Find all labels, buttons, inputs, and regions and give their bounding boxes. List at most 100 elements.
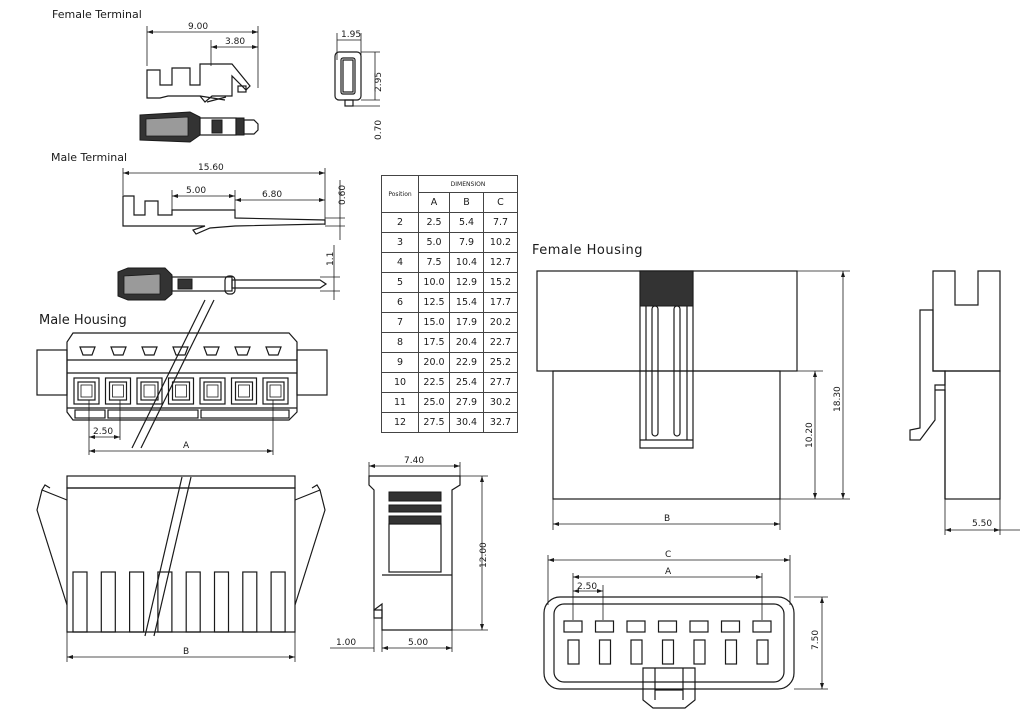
dim-mt-mid: 5.00 bbox=[186, 186, 206, 196]
dim-mh-side-step: 1.00 bbox=[336, 638, 356, 648]
table-cell: 15.2 bbox=[483, 272, 518, 293]
female-terminal-title: Female Terminal bbox=[52, 8, 142, 21]
table-cell: 15.4 bbox=[449, 292, 484, 313]
table-cell: 2 bbox=[381, 212, 419, 233]
female-housing-front-view: 10.20 18.30 B bbox=[536, 270, 850, 530]
male-housing-title: Male Housing bbox=[39, 313, 127, 328]
table-cell: 2.5 bbox=[418, 212, 450, 233]
table-cell: 11 bbox=[381, 392, 419, 413]
table-cell: 20.0 bbox=[418, 352, 450, 373]
dim-mt-thick: 0.60 bbox=[338, 185, 348, 205]
table-cell: 5.4 bbox=[449, 212, 484, 233]
dim-fh-pitch: 2.50 bbox=[577, 582, 597, 592]
dim-mh-pitch: 2.50 bbox=[93, 427, 113, 437]
dim-mh-side-base: 5.00 bbox=[408, 638, 428, 648]
table-cell: 30.2 bbox=[483, 392, 518, 413]
table-cell: 25.0 bbox=[418, 392, 450, 413]
table-cell: 8 bbox=[381, 332, 419, 353]
table-cell: 12 bbox=[381, 412, 419, 433]
male-terminal-top-view: 1.1 bbox=[117, 245, 340, 301]
table-cell: 9 bbox=[381, 352, 419, 373]
male-housing-bottom-view: B bbox=[36, 475, 326, 662]
table-cell: 22.9 bbox=[449, 352, 484, 373]
table-cell: 20.2 bbox=[483, 312, 518, 333]
table-cell: 22.7 bbox=[483, 332, 518, 353]
table-cell: 5 bbox=[381, 272, 419, 293]
female-terminal-top-view bbox=[139, 111, 259, 143]
table-cell: 12.5 bbox=[418, 292, 450, 313]
table-cell: 25.4 bbox=[449, 372, 484, 393]
table-cell: 4 bbox=[381, 252, 419, 273]
dim-mh-a: A bbox=[183, 441, 190, 451]
dim-mh-side-height: 12.00 bbox=[479, 542, 489, 568]
table-cell: 10.0 bbox=[418, 272, 450, 293]
table-cell: 7.7 bbox=[483, 212, 518, 233]
female-housing-bottom-view: C A 2.50 7.50 bbox=[543, 550, 828, 709]
table-cell: 32.7 bbox=[483, 412, 518, 433]
dim-fh-height-inner: 10.20 bbox=[805, 422, 815, 448]
table-header-a: A bbox=[418, 192, 450, 213]
male-terminal-side-view: 15.60 5.00 6.80 0.60 bbox=[122, 163, 348, 240]
table-cell: 22.5 bbox=[418, 372, 450, 393]
dim-ft-height: 2.95 bbox=[374, 72, 384, 92]
female-terminal-side-view: 9.00 3.80 bbox=[146, 22, 259, 103]
dim-fh-height: 18.30 bbox=[833, 386, 843, 412]
table-cell: 7.9 bbox=[449, 232, 484, 253]
table-cell: 27.7 bbox=[483, 372, 518, 393]
dim-mt-pin-dia: 1.1 bbox=[326, 252, 336, 266]
table-cell: 7 bbox=[381, 312, 419, 333]
table-header-c: C bbox=[483, 192, 518, 213]
dim-mh-b: B bbox=[183, 647, 189, 657]
table-header-position: Position bbox=[381, 175, 419, 213]
table-cell: 7.5 bbox=[418, 252, 450, 273]
table-cell: 27.5 bbox=[418, 412, 450, 433]
table-cell: 10.4 bbox=[449, 252, 484, 273]
dim-fh-b: B bbox=[664, 514, 670, 524]
table-cell: 20.4 bbox=[449, 332, 484, 353]
dim-ft-tab: 0.70 bbox=[374, 120, 384, 140]
dim-mt-length: 15.60 bbox=[198, 163, 224, 173]
dim-fh-depth: 7.50 bbox=[811, 630, 821, 650]
male-housing-side-view: 7.40 12.00 5.00 1.00 bbox=[330, 456, 489, 652]
table-cell: 30.4 bbox=[449, 412, 484, 433]
table-cell: 12.7 bbox=[483, 252, 518, 273]
table-cell: 10.2 bbox=[483, 232, 518, 253]
dim-ft-length: 9.00 bbox=[188, 22, 208, 32]
male-terminal-title: Male Terminal bbox=[51, 151, 127, 164]
dim-ft-partial: 3.80 bbox=[225, 37, 245, 47]
table-cell: 17.9 bbox=[449, 312, 484, 333]
dim-ft-width: 1.95 bbox=[341, 30, 361, 40]
dim-fh-a: A bbox=[665, 567, 672, 577]
male-housing-front-view: 2.50 A bbox=[36, 299, 328, 455]
dim-fh-c: C bbox=[665, 550, 671, 560]
female-terminal-front-view: 1.95 2.95 0.70 bbox=[334, 30, 384, 140]
table-cell: 15.0 bbox=[418, 312, 450, 333]
table-cell: 25.2 bbox=[483, 352, 518, 373]
table-cell: 17.5 bbox=[418, 332, 450, 353]
table-cell: 17.7 bbox=[483, 292, 518, 313]
table-header-dimension: DIMENSION bbox=[418, 175, 518, 193]
table-cell: 5.0 bbox=[418, 232, 450, 253]
dim-fh-side-width: 5.50 bbox=[972, 519, 992, 529]
table-cell: 27.9 bbox=[449, 392, 484, 413]
dim-mh-side-width: 7.40 bbox=[404, 456, 424, 466]
table-cell: 12.9 bbox=[449, 272, 484, 293]
table-cell: 3 bbox=[381, 232, 419, 253]
female-housing-side-view: 5.50 bbox=[909, 270, 1020, 535]
table-header-b: B bbox=[449, 192, 484, 213]
table-cell: 6 bbox=[381, 292, 419, 313]
table-cell: 10 bbox=[381, 372, 419, 393]
